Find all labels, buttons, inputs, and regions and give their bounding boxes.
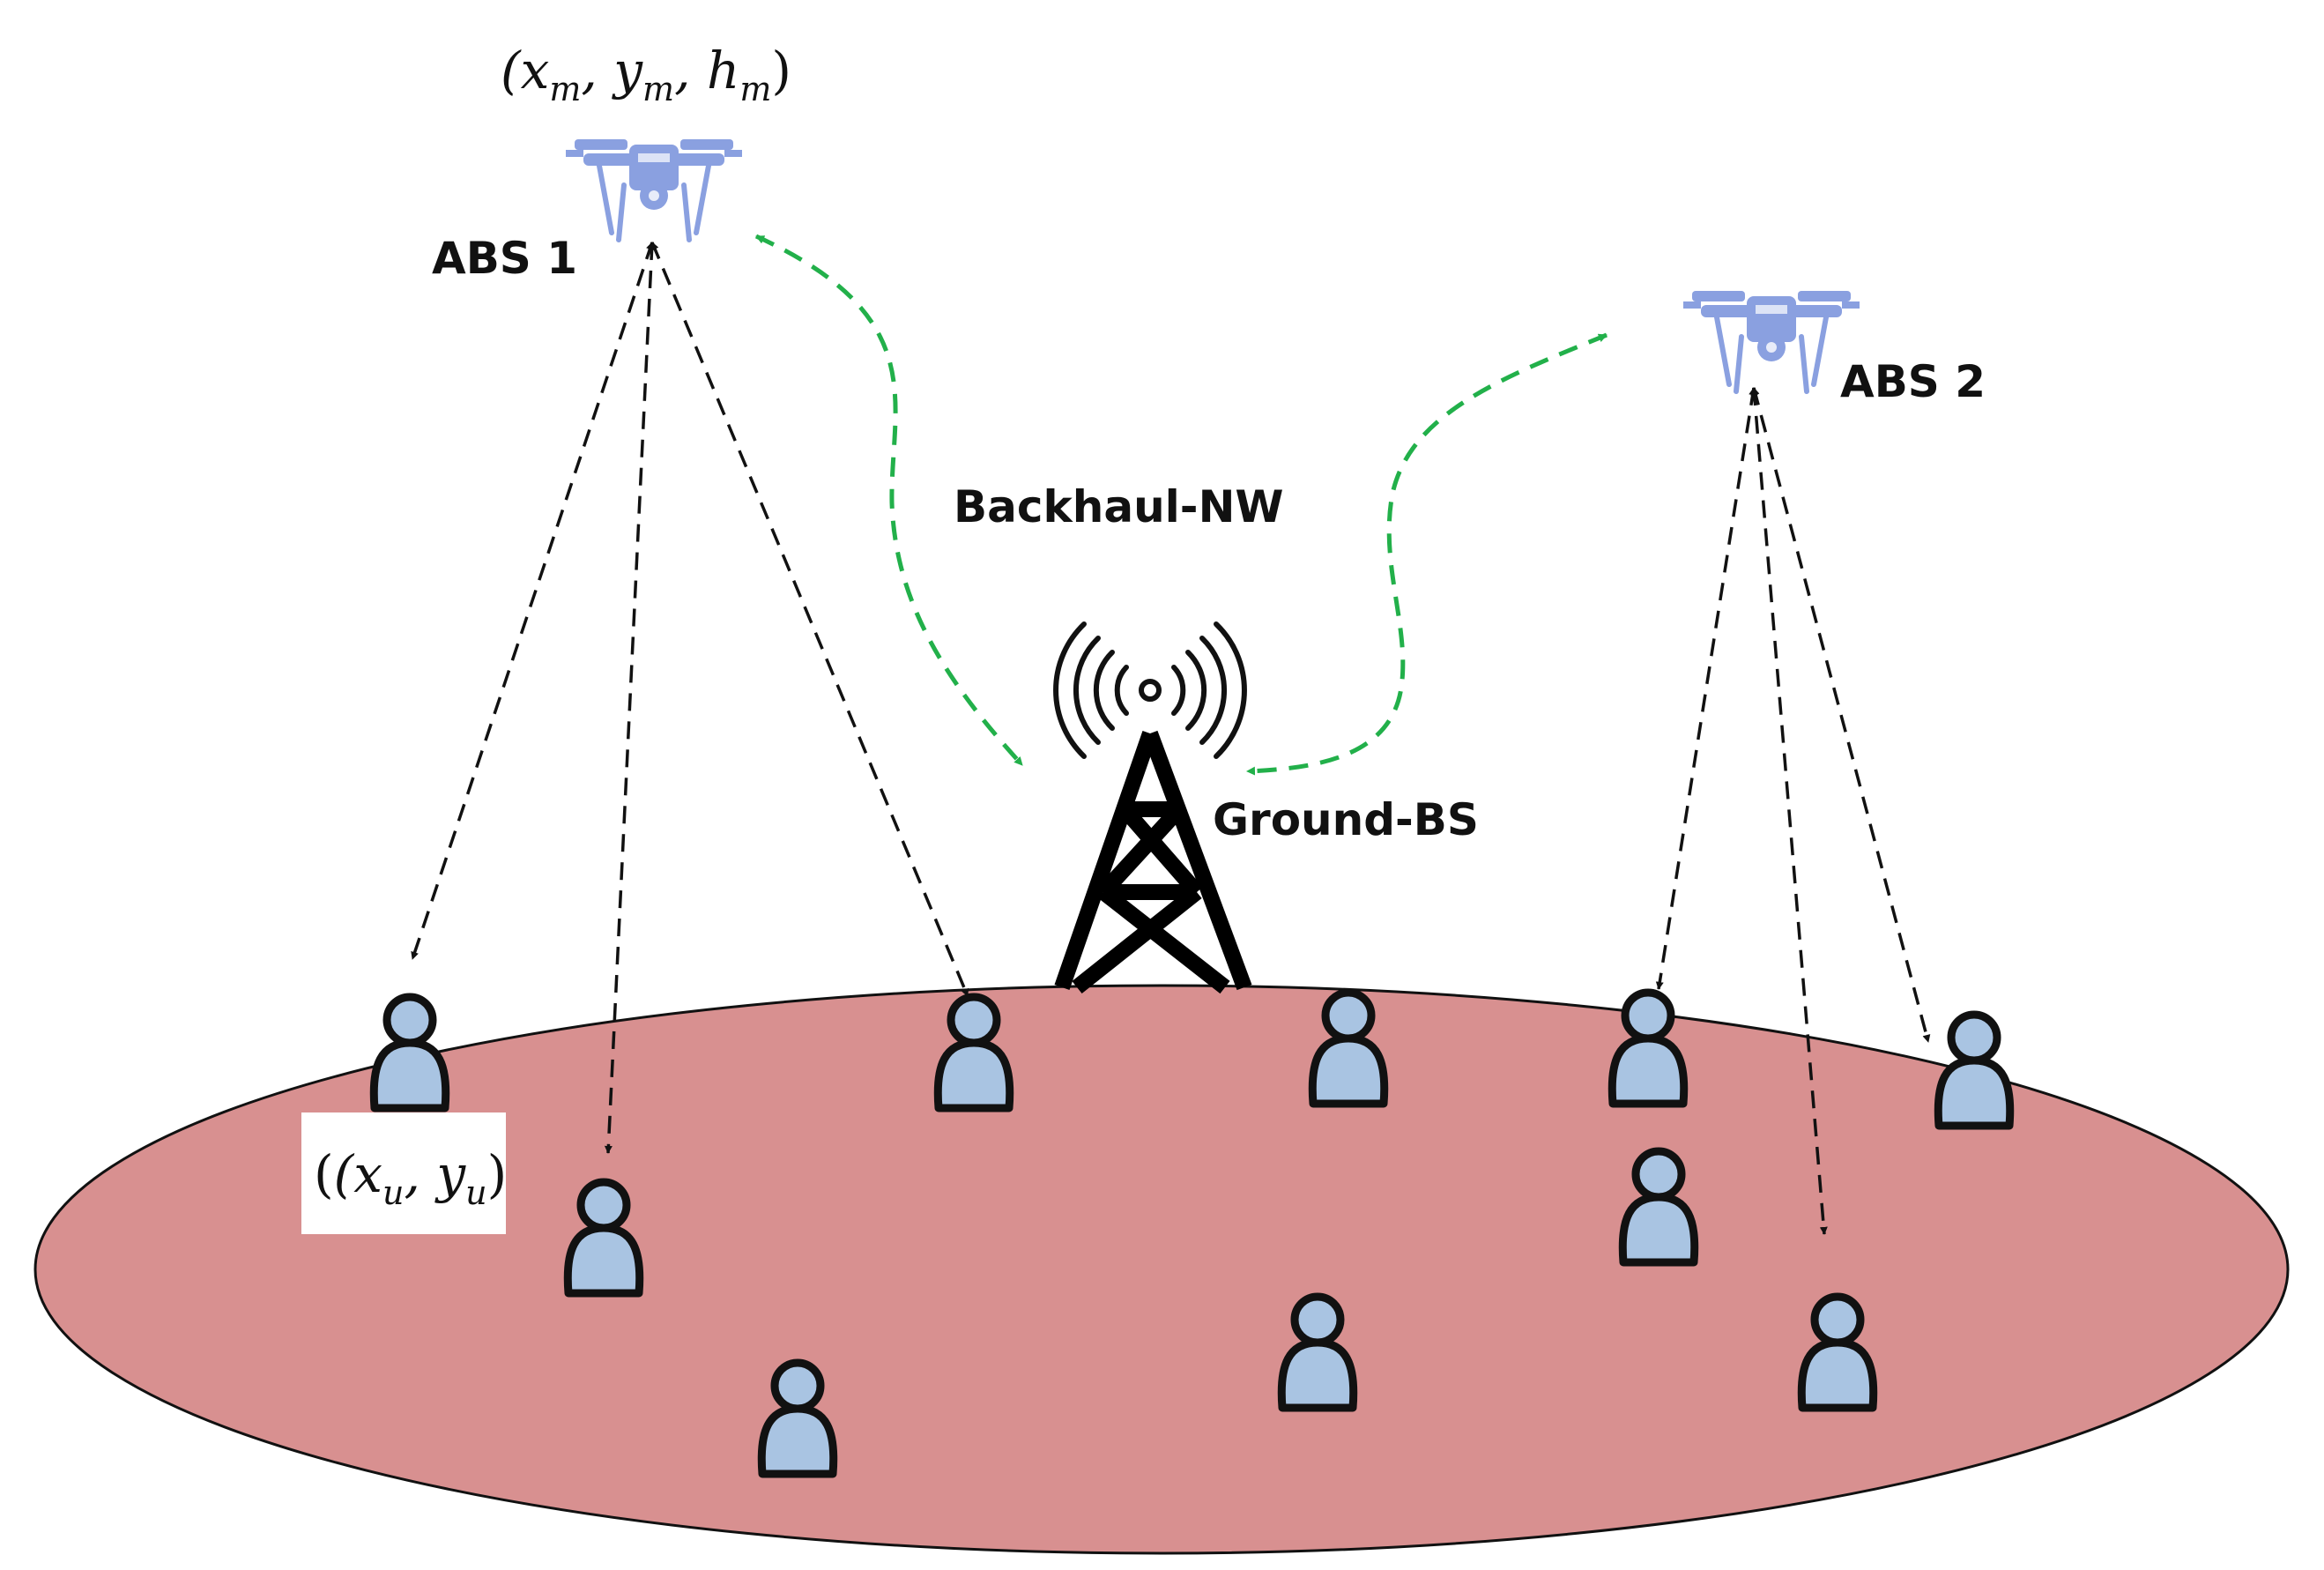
access-link	[604, 242, 657, 1154]
abs1-label: ABS 1	[432, 233, 577, 284]
user-icon	[938, 997, 1009, 1108]
user-icon	[374, 997, 445, 1108]
access-link	[411, 242, 654, 960]
access-links-abs1	[411, 242, 969, 1154]
ground-bs-label: Ground-BS	[1213, 794, 1479, 845]
abs2-label: ABS 2	[1840, 356, 1986, 407]
access-link	[1655, 387, 1757, 990]
user-icon	[1281, 1297, 1353, 1408]
user-coords-box	[301, 1112, 506, 1234]
backhaul-link-abs2	[1246, 332, 1607, 776]
user-coords-label: ((xu, yu)	[314, 1144, 507, 1212]
user-icon	[761, 1363, 833, 1474]
user-icon	[1312, 993, 1384, 1104]
tower-icon	[1053, 621, 1252, 994]
access-link	[1751, 387, 1931, 1043]
user-icon	[1801, 1297, 1873, 1408]
user-icon	[1938, 1015, 2009, 1126]
user-icon	[568, 1182, 639, 1293]
drone-icon	[566, 139, 742, 240]
user-icon	[1622, 1151, 1694, 1262]
access-links-abs2	[1655, 387, 1931, 1235]
access-link	[650, 242, 969, 997]
user-icon	[1612, 993, 1683, 1104]
drone-icon	[1683, 291, 1860, 391]
backhaul-label: Backhaul-NW	[954, 481, 1284, 532]
drone-coords-label: (xm, ym, hm)	[501, 41, 791, 108]
coverage-area	[33, 984, 2290, 1555]
